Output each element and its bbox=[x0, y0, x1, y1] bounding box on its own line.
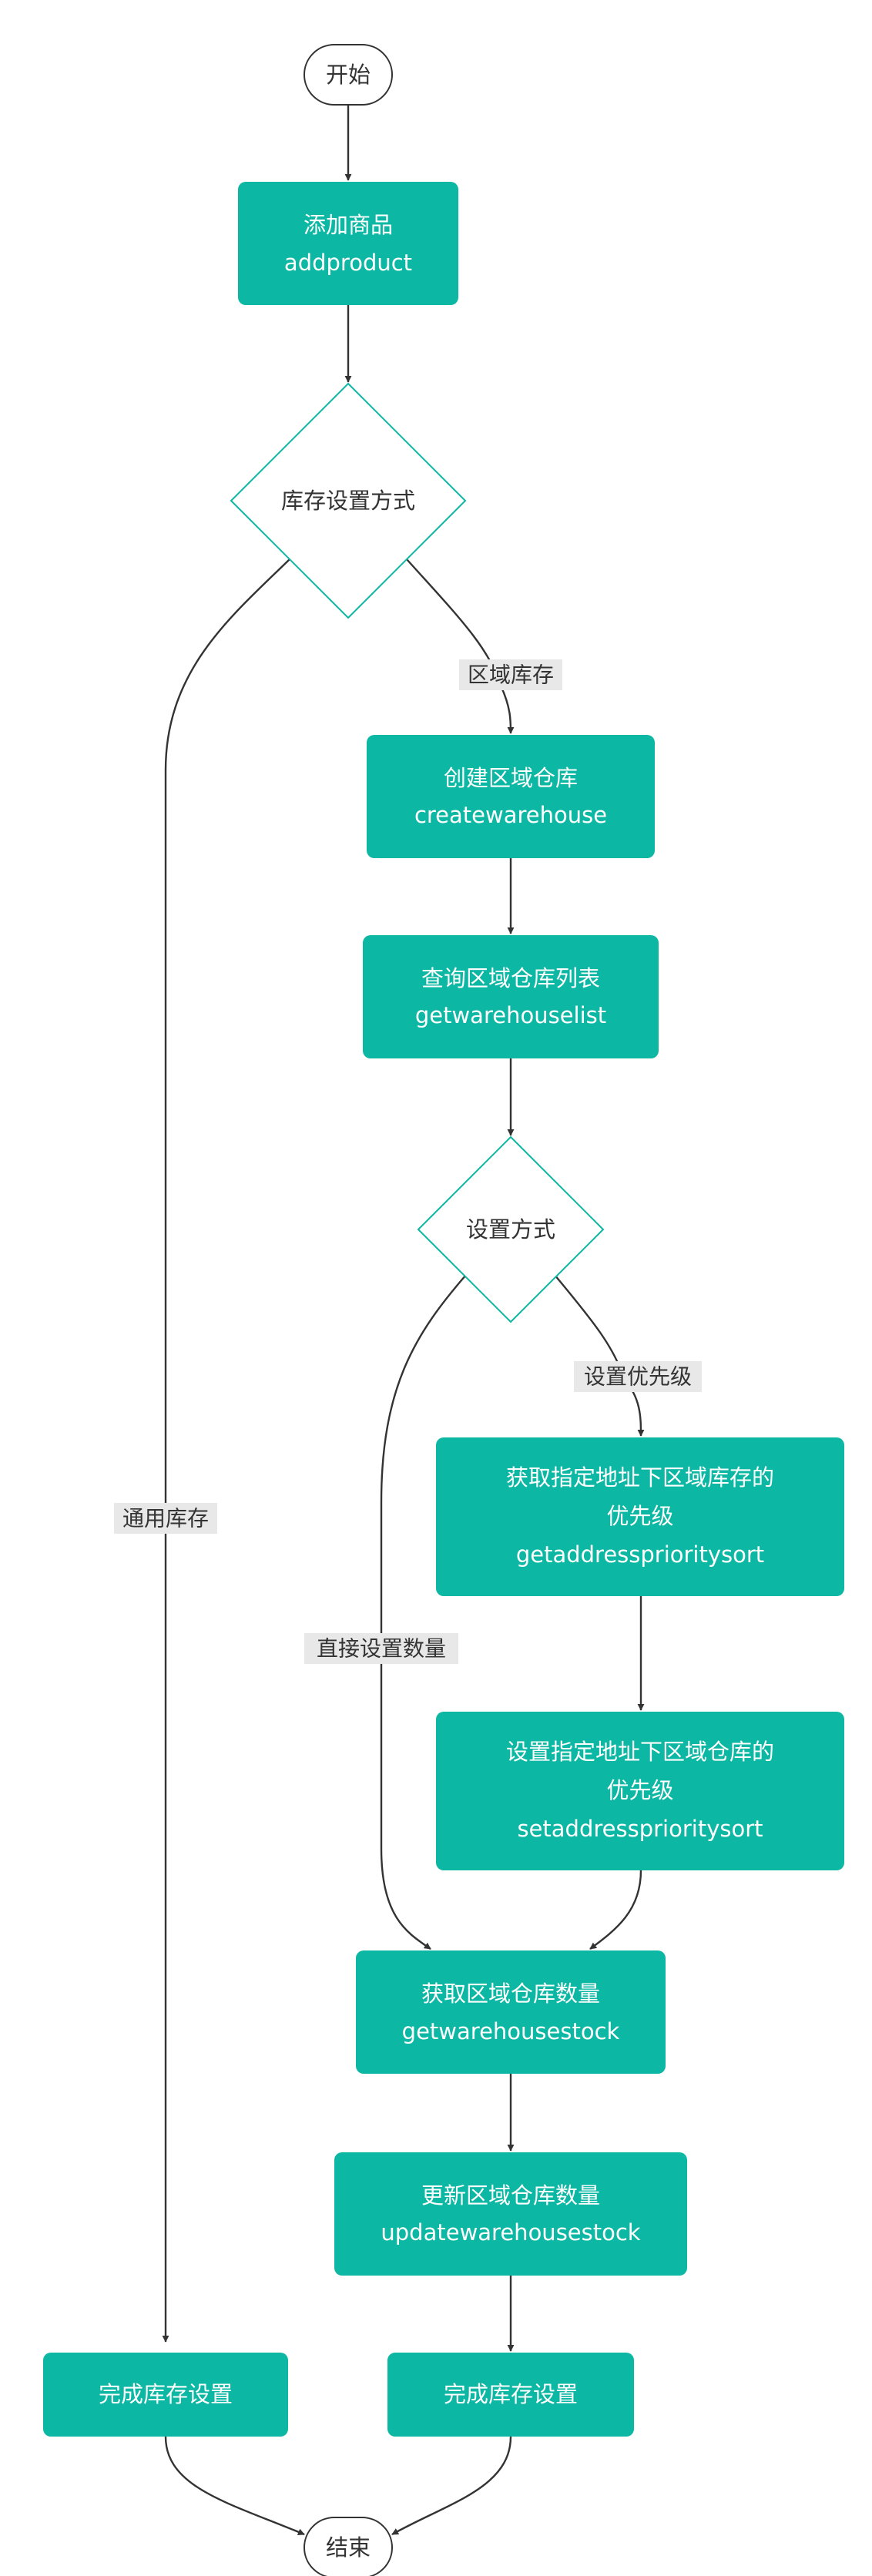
edge-decision-to-general bbox=[162, 558, 290, 2343]
edge-label-general-stock-text: 通用库存 bbox=[122, 1506, 209, 1531]
edge-setmode-to-priority bbox=[554, 1274, 645, 1437]
edge-finish-left-to-end bbox=[164, 2436, 305, 2536]
node-create-warehouse-line1: 创建区域仓库 bbox=[444, 765, 578, 791]
node-get-warehouse-list-line2: getwarehouselist bbox=[415, 1002, 606, 1028]
node-add-product: 添加商品 addproduct bbox=[238, 182, 458, 305]
start-node: 开始 bbox=[304, 44, 393, 106]
node-get-priority-line1: 获取指定地址下区域库存的 bbox=[506, 1464, 774, 1491]
node-get-stock-line1: 获取区域仓库数量 bbox=[421, 1981, 600, 2007]
node-set-priority: 设置指定地址下区域仓库的 优先级 setaddressprioritysort bbox=[436, 1712, 844, 1870]
edge-label-set-priority-text: 设置优先级 bbox=[584, 1364, 692, 1390]
node-finish-left: 完成库存设置 bbox=[43, 2353, 288, 2437]
edge-finish-right-to-end bbox=[391, 2436, 512, 2536]
end-node-text: 结束 bbox=[326, 2534, 371, 2561]
edge-setpriority-to-getstock bbox=[589, 1870, 642, 1950]
decision-set-mode-text: 设置方式 bbox=[466, 1216, 555, 1243]
node-create-warehouse: 创建区域仓库 createwarehouse bbox=[367, 735, 655, 858]
node-set-priority-line1: 设置指定地址下区域仓库的 bbox=[506, 1739, 774, 1765]
node-update-stock: 更新区域仓库数量 updatewarehousestock bbox=[334, 2152, 687, 2276]
node-get-priority-line2: 优先级 bbox=[606, 1503, 673, 1529]
node-add-product-line1: 添加商品 bbox=[304, 212, 393, 238]
edge-decision-to-regional bbox=[406, 558, 515, 734]
node-finish-right-text: 完成库存设置 bbox=[444, 2381, 578, 2407]
edge-setmode-to-direct bbox=[380, 1274, 467, 1950]
edge-label-regional-stock-text: 区域库存 bbox=[468, 662, 554, 688]
node-get-priority-line3: getaddressprioritysort bbox=[516, 1541, 764, 1568]
edge-label-set-priority: 设置优先级 bbox=[574, 1361, 702, 1392]
node-get-stock: 获取区域仓库数量 getwarehousestock bbox=[356, 1950, 666, 2074]
node-set-priority-line2: 优先级 bbox=[606, 1777, 673, 1803]
node-finish-right: 完成库存设置 bbox=[387, 2353, 634, 2437]
edge-label-regional-stock: 区域库存 bbox=[459, 659, 562, 690]
node-create-warehouse-line2: createwarehouse bbox=[414, 802, 607, 828]
node-finish-left-text: 完成库存设置 bbox=[99, 2381, 233, 2407]
decision-stock-mode: 库存设置方式 bbox=[230, 382, 467, 619]
node-get-stock-line2: getwarehousestock bbox=[402, 2018, 620, 2044]
node-get-warehouse-list: 查询区域仓库列表 getwarehouselist bbox=[363, 935, 659, 1058]
edge-label-direct-set-quantity-text: 直接设置数量 bbox=[317, 1636, 446, 1662]
decision-set-mode: 设置方式 bbox=[417, 1135, 605, 1323]
node-update-stock-line2: updatewarehousestock bbox=[381, 2219, 640, 2246]
decision-stock-mode-text: 库存设置方式 bbox=[281, 488, 415, 514]
edges bbox=[162, 105, 645, 2536]
node-get-warehouse-list-line1: 查询区域仓库列表 bbox=[421, 965, 600, 991]
edge-label-direct-set-quantity: 直接设置数量 bbox=[304, 1633, 458, 1664]
node-get-priority: 获取指定地址下区域库存的 优先级 getaddressprioritysort bbox=[436, 1437, 844, 1596]
start-node-text: 开始 bbox=[326, 62, 371, 88]
edge-label-general-stock: 通用库存 bbox=[114, 1503, 217, 1534]
node-add-product-line2: addproduct bbox=[284, 250, 412, 276]
node-update-stock-line1: 更新区域仓库数量 bbox=[421, 2182, 600, 2209]
node-set-priority-line3: setaddressprioritysort bbox=[517, 1816, 763, 1842]
end-node: 结束 bbox=[304, 2517, 393, 2576]
